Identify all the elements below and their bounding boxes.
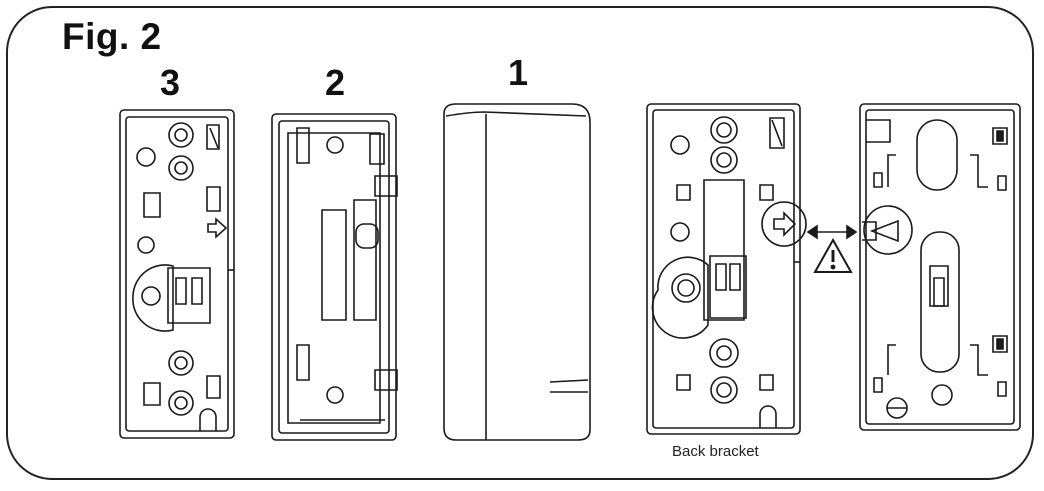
part-1-cover xyxy=(444,104,590,440)
back-bracket-caption: Back bracket xyxy=(672,443,759,460)
arrow-right-icon xyxy=(208,219,226,237)
part-2-inner-frame xyxy=(272,114,397,440)
part-number-2: 2 xyxy=(325,62,346,103)
bracket-rear-panel xyxy=(860,104,1020,430)
double-arrow-icon xyxy=(808,226,856,238)
figure-frame xyxy=(6,6,1034,480)
part-number-1: 1 xyxy=(508,52,529,93)
part-3-back-plate xyxy=(120,110,234,438)
figure-title: Fig. 2 xyxy=(62,16,162,57)
warning-triangle-icon xyxy=(815,240,851,272)
arrow-right-icon xyxy=(774,213,795,235)
part-number-3: 3 xyxy=(160,62,181,103)
back-bracket-panel xyxy=(647,104,806,434)
